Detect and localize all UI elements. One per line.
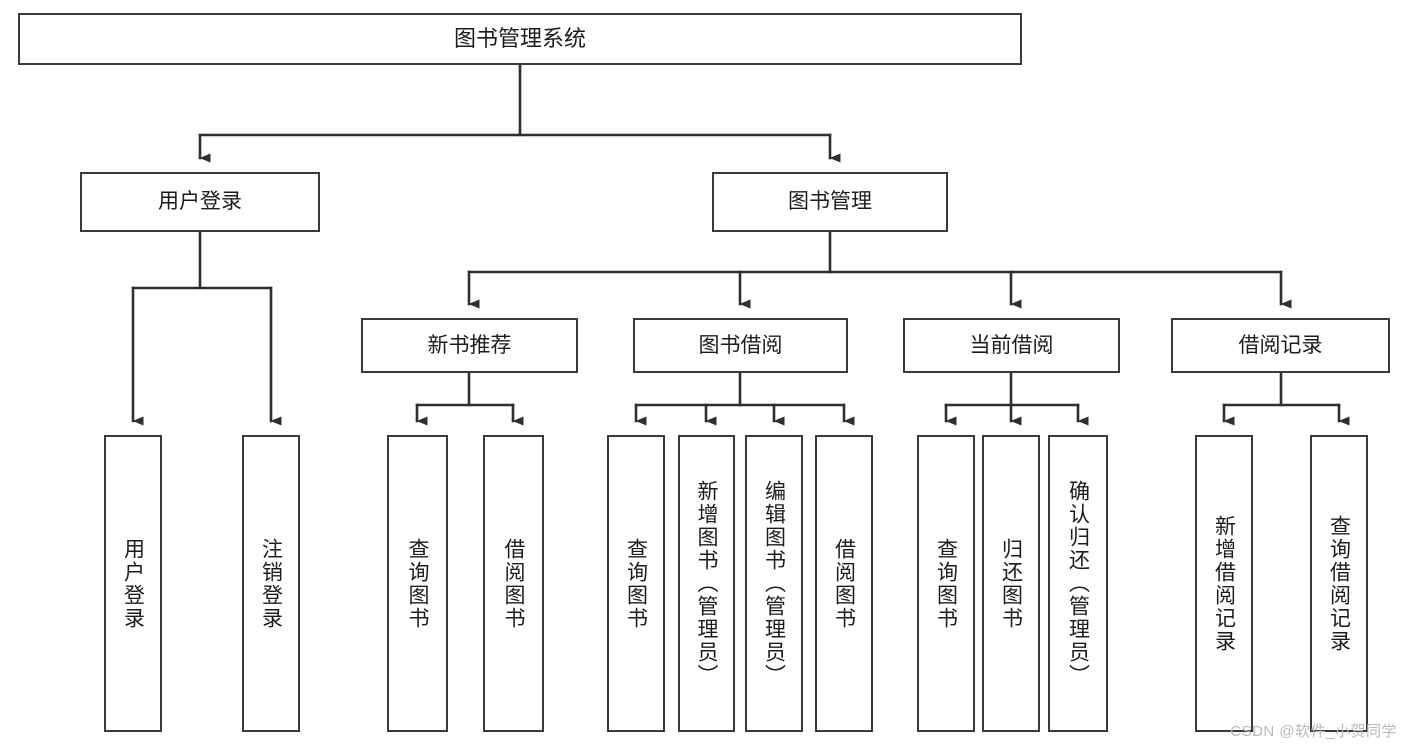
node-label: 查询借阅记录 bbox=[1327, 514, 1351, 653]
leaf-user-logout[interactable]: 注销登录 bbox=[242, 435, 300, 732]
leaf-query-record[interactable]: 查询借阅记录 bbox=[1310, 435, 1368, 732]
leaf-add-book[interactable]: 新增图书（管理员） bbox=[678, 435, 735, 732]
node-label: 注销登录 bbox=[259, 537, 283, 630]
node-label: 查询图书 bbox=[934, 537, 958, 630]
leaf-edit-book[interactable]: 编辑图书（管理员） bbox=[745, 435, 803, 732]
node-book-manage[interactable]: 图书管理 bbox=[712, 172, 948, 232]
node-new-book-recommend[interactable]: 新书推荐 bbox=[361, 318, 578, 373]
leaf-confirm-return[interactable]: 确认归还（管理员） bbox=[1048, 435, 1108, 732]
leaf-borrow-book-1[interactable]: 借阅图书 bbox=[483, 435, 544, 732]
node-current-borrow[interactable]: 当前借阅 bbox=[903, 318, 1120, 373]
node-label: 图书管理 bbox=[788, 190, 872, 214]
leaf-borrow-book-2[interactable]: 借阅图书 bbox=[815, 435, 873, 732]
watermark: CSDN @软件_小贺同学 bbox=[1230, 723, 1397, 740]
node-label: 新书推荐 bbox=[427, 333, 512, 357]
node-borrow-record[interactable]: 借阅记录 bbox=[1171, 318, 1390, 373]
node-label: 新增图书（管理员） bbox=[695, 480, 718, 687]
leaf-query-book-1[interactable]: 查询图书 bbox=[387, 435, 448, 732]
node-label: 借阅图书 bbox=[502, 537, 525, 630]
node-label: 当前借阅 bbox=[969, 333, 1054, 357]
node-label: 归还图书 bbox=[999, 537, 1023, 630]
node-label: 确认归还（管理员） bbox=[1066, 480, 1090, 687]
node-root[interactable]: 图书管理系统 bbox=[18, 13, 1022, 65]
node-label: 借阅记录 bbox=[1238, 333, 1323, 357]
node-label: 用户登录 bbox=[158, 190, 242, 214]
leaf-query-book-3[interactable]: 查询图书 bbox=[917, 435, 975, 732]
node-label: 新增借阅记录 bbox=[1212, 514, 1236, 653]
node-label: 查询图书 bbox=[624, 537, 648, 630]
node-label: 查询图书 bbox=[406, 537, 429, 630]
node-label: 图书管理系统 bbox=[453, 25, 586, 51]
node-label: 图书借阅 bbox=[698, 333, 783, 357]
node-label: 编辑图书（管理员） bbox=[762, 480, 786, 687]
leaf-return-book[interactable]: 归还图书 bbox=[982, 435, 1040, 732]
node-label: 用户登录 bbox=[121, 537, 145, 630]
leaf-add-record[interactable]: 新增借阅记录 bbox=[1195, 435, 1253, 732]
leaf-user-login[interactable]: 用户登录 bbox=[104, 435, 162, 732]
node-user-login[interactable]: 用户登录 bbox=[80, 172, 320, 232]
node-book-borrow[interactable]: 图书借阅 bbox=[633, 318, 848, 373]
leaf-query-book-2[interactable]: 查询图书 bbox=[607, 435, 665, 732]
node-label: 借阅图书 bbox=[832, 537, 856, 630]
